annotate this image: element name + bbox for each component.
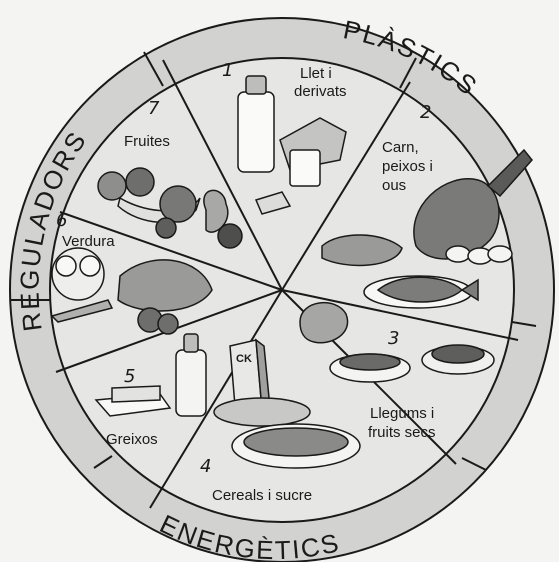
sector-label-7: Fruites: [124, 133, 170, 150]
sector-number-1: 1: [222, 60, 233, 81]
sector-label-5: Greixos: [106, 431, 158, 448]
sector-number-6: 6: [56, 210, 67, 231]
sector-label-6: Verdura: [62, 233, 115, 250]
sector-number-2: 2: [420, 102, 431, 123]
sector-number-4: 4: [200, 456, 211, 477]
sector-label-2-line-3: ous: [382, 177, 406, 194]
sector-label-1-line-2: derivats: [294, 83, 347, 100]
sector-number-5: 5: [124, 366, 135, 387]
sector-label-2-line-2: peixos i: [382, 158, 433, 175]
sector-label-3-line-1: Llegums i: [370, 405, 434, 422]
sector-number-7: 7: [148, 98, 160, 119]
sector-number-3: 3: [388, 328, 399, 349]
sector-label-3-line-2: fruits secs: [368, 424, 436, 441]
sector-label-1-line-1: Llet i: [300, 65, 332, 82]
cereal-box-label: CK: [236, 353, 252, 365]
sector-label-4: Cereals i sucre: [212, 487, 312, 504]
sector-label-2-line-1: Carn,: [382, 139, 419, 156]
